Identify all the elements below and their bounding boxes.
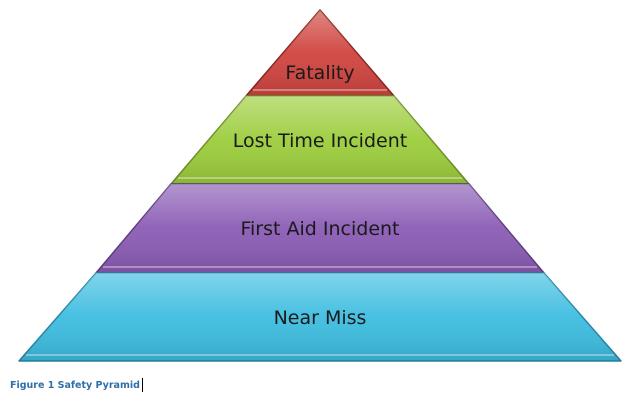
tier-fatality: Fatality (245, 9, 395, 97)
tier-first-aid-incident-shade (96, 184, 544, 273)
tier-near-miss-label: Near Miss (274, 307, 367, 329)
tier-lost-time-incident-label: Lost Time Incident (233, 130, 407, 152)
text-cursor (141, 378, 143, 392)
tier-fatality-label: Fatality (285, 62, 354, 84)
tier-first-aid-incident-label: First Aid Incident (240, 218, 399, 240)
tier-lost-time-incident-shade (171, 96, 469, 184)
tier-near-miss-shade (19, 273, 621, 361)
tier-lost-time-incident: Lost Time Incident (170, 95, 470, 185)
tier-near-miss: Near Miss (18, 272, 622, 362)
figure-caption-area[interactable]: Figure 1 Safety Pyramid (10, 376, 143, 394)
figure-caption: Figure 1 Safety Pyramid (10, 379, 140, 391)
tier-first-aid-incident: First Aid Incident (95, 183, 545, 274)
tier-fatality-shade (246, 10, 394, 96)
